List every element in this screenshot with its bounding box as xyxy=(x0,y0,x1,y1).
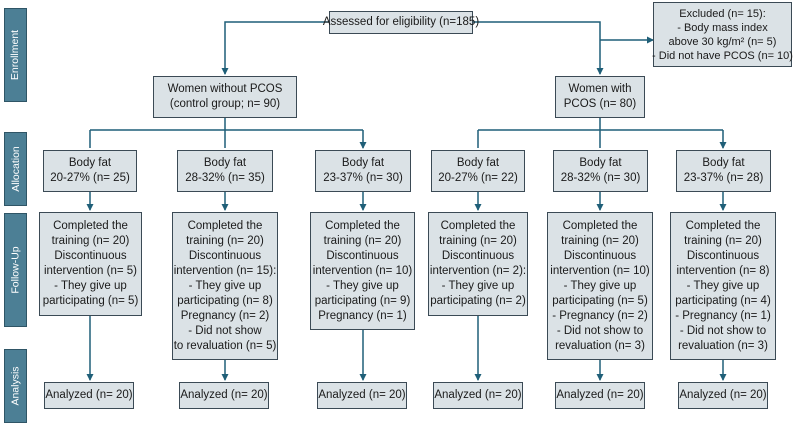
connector-control-split xyxy=(89,118,363,148)
stage-follow-up: Follow-Up xyxy=(4,213,27,327)
analyzed-box-5: Analyzed (n= 20) xyxy=(555,382,645,409)
analyzed-box-1: Analyzed (n= 20) xyxy=(44,382,134,409)
analyzed-box-6: Analyzed (n= 20) xyxy=(678,382,768,409)
connector-pcos-split xyxy=(477,118,723,148)
analyzed-box-2: Analyzed (n= 20) xyxy=(179,382,269,409)
analyzed-box-3: Analyzed (n= 20) xyxy=(317,382,407,409)
stage-allocation: Allocation xyxy=(4,132,27,206)
stage-enrollment: Enrollment xyxy=(4,8,27,102)
connector-assessed-control xyxy=(221,21,329,75)
stage-analysis: Analysis xyxy=(4,349,27,423)
group-control-box: Women without PCOS(control group; n= 90) xyxy=(153,76,297,118)
analyzed-box-4: Analyzed (n= 20) xyxy=(433,382,523,409)
assessed-box: Assessed for eligibility (n=185) xyxy=(323,11,479,34)
connector-assessed-pcos xyxy=(473,21,604,75)
